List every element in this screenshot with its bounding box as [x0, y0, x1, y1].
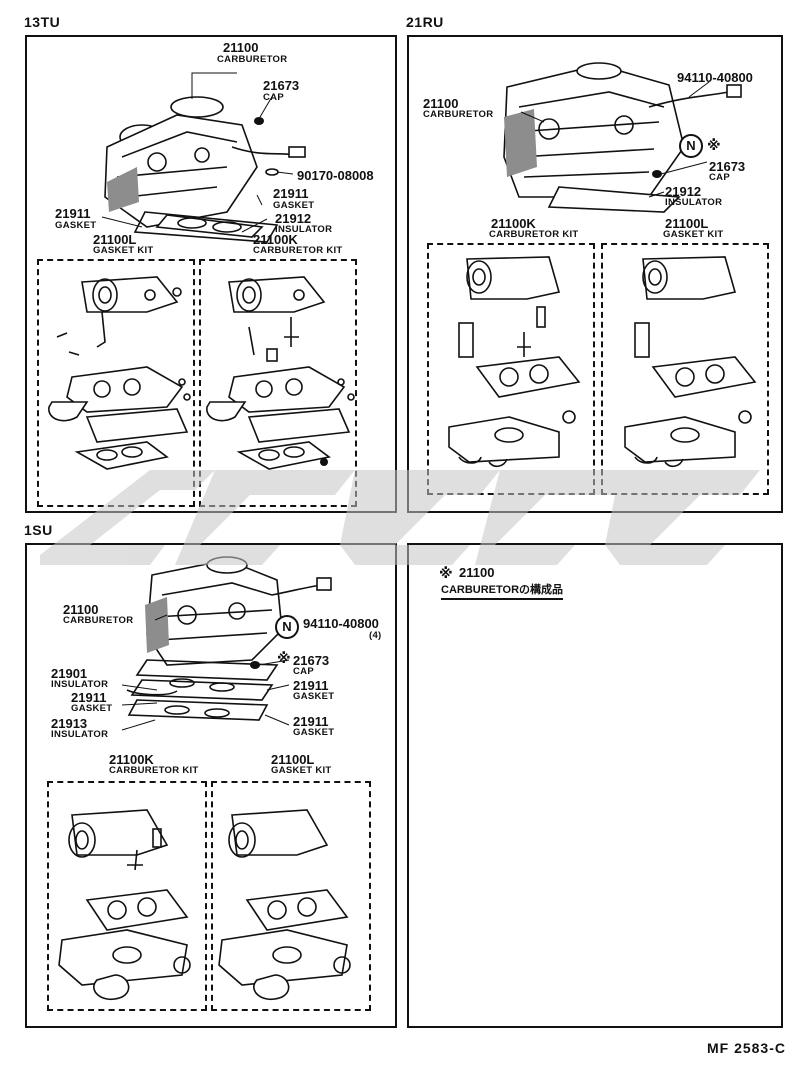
label-21ru-cap-desc: CAP: [709, 172, 730, 183]
label-13tu-insulator-code: 21912: [275, 211, 312, 226]
label-13tu-gasket-code: 21911: [273, 186, 309, 201]
label-13tu-kit-right-desc: CARBURETOR KIT: [253, 245, 343, 256]
label-13tu-kit-right-code: 21100K: [253, 232, 298, 247]
label-13tu-kit-left-desc: GASKET KIT: [93, 245, 154, 256]
panel-13tu: 21100 CARBURETOR 21673 CAP 90170-08008 2…: [25, 35, 397, 513]
label-21ru-harness-code: 94110-40800: [677, 70, 753, 85]
label-1su-insulator2-desc: INSULATOR: [51, 729, 109, 740]
carburetor-kit-box-21ru: [427, 243, 595, 495]
label-1su-insulator-code: 21901: [51, 666, 88, 681]
label-13tu-kit-left-code: 21100L: [93, 232, 137, 247]
label-1su-gasket-r2-desc: GASKET: [293, 727, 335, 738]
label-13tu-insulator-desc: INSULATOR: [275, 224, 333, 235]
label-13tu-bolt-code: 90170-08008: [297, 168, 374, 183]
label-1su-gasket-code: 21911: [71, 690, 107, 705]
label-1su-kit-right-desc: GASKET KIT: [271, 765, 332, 776]
section-label-1su: 1SU: [24, 522, 53, 538]
label-1su-cap-desc: CAP: [293, 666, 314, 677]
panel-1su: 21100 CARBURETOR N 94110-40800 (4) ※ 216…: [25, 543, 397, 1028]
section-label-13tu: 13TU: [24, 14, 61, 30]
label-1su-gasket-desc: GASKET: [71, 703, 113, 714]
gasket-kit-box-21ru: [601, 243, 769, 495]
label-1su-carburetor-desc: CARBURETOR: [63, 615, 134, 626]
label-13tu-carburetor-code: 21100: [223, 40, 259, 55]
carburetor-kit-parts-21ru: [448, 256, 581, 468]
label-21ru-insulator-code: 21912: [665, 184, 702, 199]
label-1su-harness-qty: (4): [369, 630, 382, 641]
gasket-kit-parts-1su: [218, 809, 351, 1000]
label-1su-harness-code: 94110-40800: [303, 616, 379, 631]
new-part-badge-1su: N: [275, 615, 299, 639]
note-description: CARBURETORの構成品: [441, 581, 564, 600]
carburetor-kit-box-1su: [47, 781, 207, 1011]
label-13tu-cap-code: 21673: [263, 78, 300, 93]
label-21ru-kit-right-desc: GASKET KIT: [663, 229, 724, 240]
label-13tu-gasket2-desc: GASKET: [55, 220, 97, 231]
label-1su-gasket-r1-desc: GASKET: [293, 691, 335, 702]
reference-mark-21ru: ※: [707, 137, 721, 153]
label-1su-insulator-desc: INSULATOR: [51, 679, 109, 690]
label-21ru-insulator-desc: INSULATOR: [665, 197, 723, 208]
label-21ru-carburetor-desc: CARBURETOR: [423, 109, 494, 120]
label-1su-cap-code: 21673: [293, 653, 330, 668]
label-1su-kit-right-code: 21100L: [271, 752, 315, 767]
label-1su-gasket-r1-code: 21911: [293, 678, 329, 693]
label-21ru-carburetor-code: 21100: [423, 96, 459, 111]
note-code: 21100: [459, 565, 495, 580]
label-21ru-cap-code: 21673: [709, 159, 746, 174]
label-1su-gasket-r2-code: 21911: [293, 714, 329, 729]
label-13tu-gasket-desc: GASKET: [273, 200, 315, 211]
label-21ru-kit-left-desc: CARBURETOR KIT: [489, 229, 579, 240]
panel-21ru: 21100 CARBURETOR 94110-40800 N ※ 21673 C…: [407, 35, 783, 513]
label-13tu-carburetor-desc: CARBURETOR: [217, 54, 288, 65]
assembly-illustration-13tu: [48, 72, 355, 470]
reference-mark-1su: ※: [277, 650, 291, 666]
new-part-badge-21ru: N: [679, 134, 703, 158]
label-1su-kit-left-desc: CARBURETOR KIT: [109, 765, 199, 776]
assembly-illustration-21ru: [448, 62, 757, 468]
assembly-illustration-1su: [58, 556, 351, 1000]
label-21ru-kit-left-code: 21100K: [491, 216, 536, 231]
label-1su-insulator2-code: 21913: [51, 716, 88, 731]
carburetor-kit-parts-1su: [58, 809, 191, 1000]
gasket-kit-parts-21ru: [624, 256, 757, 468]
gasket-kit-parts-13tu: [48, 276, 191, 470]
label-1su-kit-left-code: 21100K: [109, 752, 154, 767]
gasket-kit-box-13tu: [37, 259, 195, 507]
label-21ru-kit-right-code: 21100L: [665, 216, 709, 231]
carburetor-kit-parts-13tu: [206, 276, 355, 470]
carburetor-kit-box-13tu: [199, 259, 357, 507]
gasket-kit-box-1su: [211, 781, 371, 1011]
page-reference: MF 2583-C: [706, 1040, 786, 1056]
section-label-21ru: 21RU: [406, 14, 444, 30]
panel-note: ※ 21100 CARBURETORの構成品: [407, 543, 783, 1028]
label-13tu-gasket2-code: 21911: [55, 206, 91, 221]
note-reference-mark: ※: [439, 565, 453, 581]
label-13tu-cap-desc: CAP: [263, 92, 284, 103]
label-1su-carburetor-code: 21100: [63, 602, 99, 617]
